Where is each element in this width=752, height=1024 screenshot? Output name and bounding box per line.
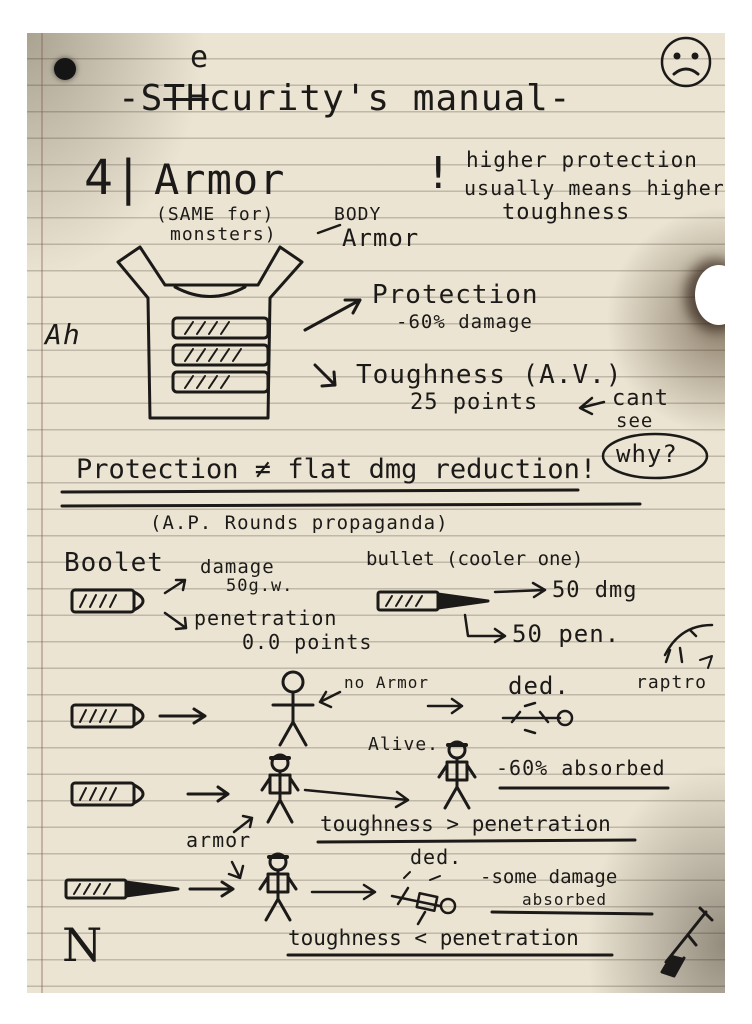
alive-label: Alive. (368, 734, 439, 755)
armored-figure-icon (439, 742, 475, 808)
section-number: 4| (84, 150, 144, 206)
same-for-line2: monsters) (170, 224, 277, 245)
why-note: why? (616, 440, 678, 468)
title-rest: curity's manual- (209, 78, 572, 119)
ded-label-2: ded. (410, 845, 462, 869)
cool-bullet-icon (378, 592, 488, 610)
cool-bullet-label: bullet (cooler one) (366, 548, 583, 570)
boolet-damage-label: damage (200, 556, 275, 578)
stick-figure-icon (273, 672, 313, 745)
protection-label: Protection (372, 280, 539, 310)
raptor-icon (665, 625, 712, 668)
ded-label-1: ded. (508, 672, 570, 700)
boolet-icon (72, 705, 143, 727)
toughness-value: 25 points (410, 390, 538, 415)
cool-damage: 50 dmg (552, 578, 637, 603)
some-absorbed-line2: absorbed (522, 890, 607, 909)
boolet-pen-value: 0.0 points (242, 630, 372, 654)
title-struck: TH (163, 78, 208, 119)
dead-figure-icon (503, 703, 572, 733)
body-armor-line1: BODY (334, 204, 381, 225)
cant-see-line1: cant (612, 386, 669, 411)
armored-figure-icon (260, 854, 296, 920)
rule-toughness-lt: toughness < penetration (288, 926, 579, 950)
boolet-damage-value: 50g.w. (226, 576, 293, 596)
same-for-line1: (SAME for) (156, 204, 274, 225)
protection-value: -60% damage (396, 311, 533, 333)
body-armor-line2: Armor (342, 224, 419, 252)
page-title: -STHcurity's manual- (118, 78, 572, 119)
boolet-icon (72, 590, 143, 612)
armored-figure-icon (262, 755, 298, 822)
corner-mark: N (62, 918, 103, 972)
raptor-label: raptro (636, 672, 707, 693)
scribble: Ah (45, 318, 81, 351)
title-prefix: -S (118, 78, 163, 119)
side-note-mark: ! (425, 148, 453, 199)
cool-bullet-icon (66, 880, 178, 898)
title-correction-letter: e (190, 40, 209, 75)
rule-main: Protection ≠ flat dmg reduction! (76, 454, 596, 485)
rule-sub: (A.P. Rounds propaganda) (150, 512, 449, 534)
section-heading: Armor (154, 155, 285, 204)
rifle-icon (662, 908, 712, 976)
dead-armored-figure-icon (392, 872, 455, 924)
sad-face-icon (662, 38, 710, 86)
absorbed-60: -60% absorbed (496, 756, 666, 780)
some-absorbed-line1: -some damage (480, 866, 617, 888)
armor-label: armor (186, 828, 251, 852)
boolet-label: Boolet (64, 548, 164, 578)
no-armor-label: no Armor (344, 673, 429, 692)
cool-pen: 50 pen. (512, 620, 620, 648)
toughness-label: Toughness (A.V.) (356, 360, 622, 390)
cant-see-line2: see (616, 410, 653, 432)
side-note-line1: higher protection (466, 148, 698, 172)
boolet-icon (72, 783, 143, 805)
rule-toughness-gt: toughness > penetration (320, 812, 611, 836)
side-note-line2: usually means higher (464, 176, 725, 200)
side-note-line3: toughness (502, 200, 630, 225)
boolet-pen-label: penetration (194, 606, 337, 630)
body-armor-vest-icon (118, 247, 302, 418)
